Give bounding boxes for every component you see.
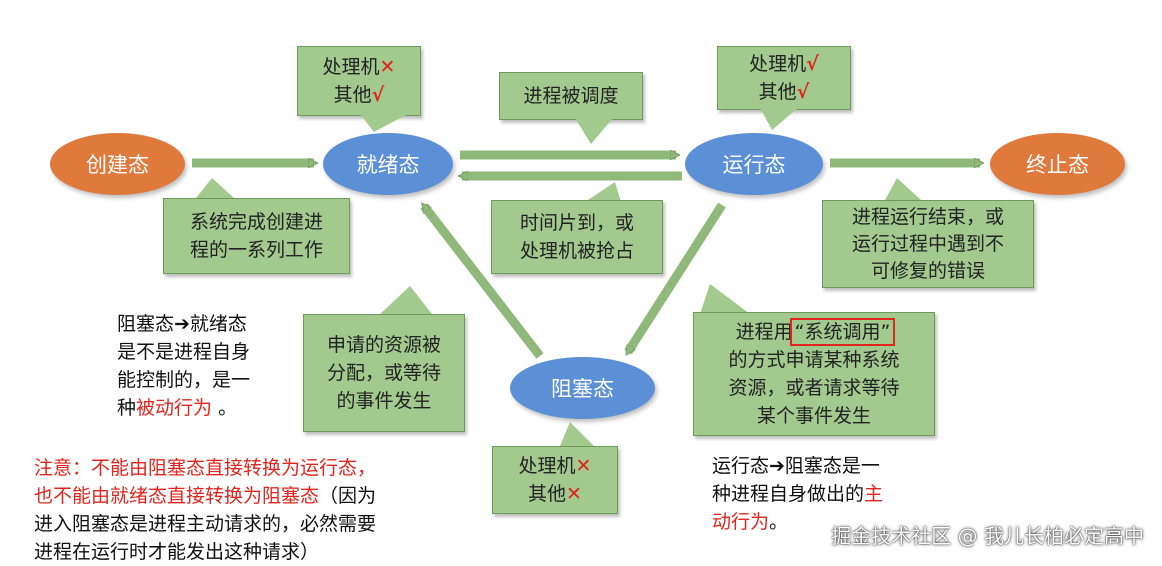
callout-text: 处理机 <box>749 53 807 75</box>
note-line: 是不是进程自身 <box>117 341 251 363</box>
note-line: 能控制的，是一 <box>117 369 251 391</box>
note-line: 种进程自身做出的 <box>712 483 865 505</box>
note-running-to-blocked: 运行态➔阻塞态是一 种进程自身做出的主 动行为。 <box>712 452 883 536</box>
callout-text: 处理机被抢占 <box>519 240 634 262</box>
note-line: 运行态➔阻塞态是一 <box>712 455 880 477</box>
callout-text: 资源，或者请求等待 <box>728 377 900 399</box>
callout-ready-resources: 处理机✕ 其他√ <box>297 46 421 116</box>
note-line: 种 <box>117 397 137 419</box>
cross-mark: ✕ <box>575 455 592 477</box>
callout-text: 的事件发生 <box>336 390 432 412</box>
callout-text: 处理机 <box>518 455 576 477</box>
warning-line: 进程在运行时才能发出这种请求） <box>34 541 320 563</box>
active-behavior-text: 动行为 <box>712 511 770 533</box>
callout-text: 时间片到，或 <box>519 212 634 234</box>
state-ready: 就绪态 <box>323 133 453 195</box>
state-running: 运行态 <box>685 133 823 195</box>
callout-tail <box>760 108 798 130</box>
callout-text: 其他 <box>333 84 372 106</box>
note-warning: 注意：不能由阻塞态直接转换为运行态， 也不能由就绪态直接转换为阻塞态（因为 进入… <box>34 454 376 566</box>
callout-text: 系统完成创建进 <box>189 211 323 233</box>
callout-blocked-resources: 处理机✕ 其他✕ <box>492 446 618 514</box>
callout-text: 进程被调度 <box>523 85 619 107</box>
highlighted-syscall: “系统调用” <box>789 318 896 346</box>
note-blocked-to-ready: 阻塞态➔就绪态 是不是进程自身 能控制的，是一 种被动行为 。 <box>117 310 250 422</box>
callout-text: 处理机 <box>322 56 380 78</box>
note-line: 。 <box>769 511 789 533</box>
cross-mark: ✕ <box>379 56 396 78</box>
arrow-blocked-to-ready <box>420 206 544 359</box>
callout-tail <box>560 422 594 446</box>
note-line: 。 <box>212 397 238 419</box>
callout-resource-allocated: 申请的资源被 分配，或等待 的事件发生 <box>303 314 465 432</box>
callout-text: 进程用 <box>735 321 793 343</box>
callout-tail <box>360 114 408 132</box>
callout-timeslice: 时间片到，或 处理机被抢占 <box>491 200 663 274</box>
check-mark: √ <box>371 84 385 106</box>
callout-tail <box>885 178 921 200</box>
callout-text: 的方式申请某种系统 <box>728 349 900 371</box>
watermark: 掘金技术社区 @ 我儿长柏必定高中 <box>831 524 1144 548</box>
callout-scheduled: 进程被调度 <box>499 72 643 120</box>
callout-tail <box>585 182 621 202</box>
check-mark: √ <box>806 53 819 75</box>
warning-line: 注意：不能由阻塞态直接转换为运行态， <box>34 457 377 479</box>
warning-line: 也不能由就绪态直接转换为阻塞态 <box>34 485 320 507</box>
callout-running-resources: 处理机√ 其他√ <box>717 46 851 110</box>
callout-text: 可修复的错误 <box>870 259 985 282</box>
callout-terminate-reason: 进程运行结束，或 运行过程中遇到不 可修复的错误 <box>822 200 1034 288</box>
cross-mark: ✕ <box>566 483 582 505</box>
passive-behavior-text: 被动行为 <box>136 397 213 419</box>
callout-tail <box>196 178 234 198</box>
callout-tail <box>575 118 613 144</box>
callout-text: 其他 <box>528 483 567 505</box>
state-create: 创建态 <box>50 133 185 195</box>
callout-text: 程的一系列工作 <box>189 239 323 261</box>
callout-text: 进程运行结束，或 <box>851 205 1004 228</box>
callout-text: 其他 <box>758 81 797 103</box>
check-mark: √ <box>796 81 810 103</box>
arrow-running-to-blocked <box>624 202 726 352</box>
callout-tail <box>380 286 432 314</box>
active-behavior-text: 主 <box>864 483 884 505</box>
callout-create-done: 系统完成创建进 程的一系列工作 <box>163 198 350 274</box>
callout-syscall: 进程用“系统调用” 的方式申请某种系统 资源，或者请求等待 某个事件发生 <box>693 312 935 436</box>
callout-text: 分配，或等待 <box>326 362 441 384</box>
callout-tail <box>700 284 750 314</box>
note-line: 阻塞态➔就绪态 <box>117 313 247 335</box>
callout-text: 运行过程中遇到不 <box>851 232 1004 255</box>
callout-text: 申请的资源被 <box>326 334 441 356</box>
warning-line: 进入阻塞态是进程主动请求的，必然需要 <box>34 513 377 535</box>
state-terminated: 终止态 <box>990 133 1125 195</box>
callout-text: 某个事件发生 <box>756 405 871 427</box>
state-blocked: 阻塞态 <box>510 357 655 419</box>
warning-line: （因为 <box>319 485 377 507</box>
